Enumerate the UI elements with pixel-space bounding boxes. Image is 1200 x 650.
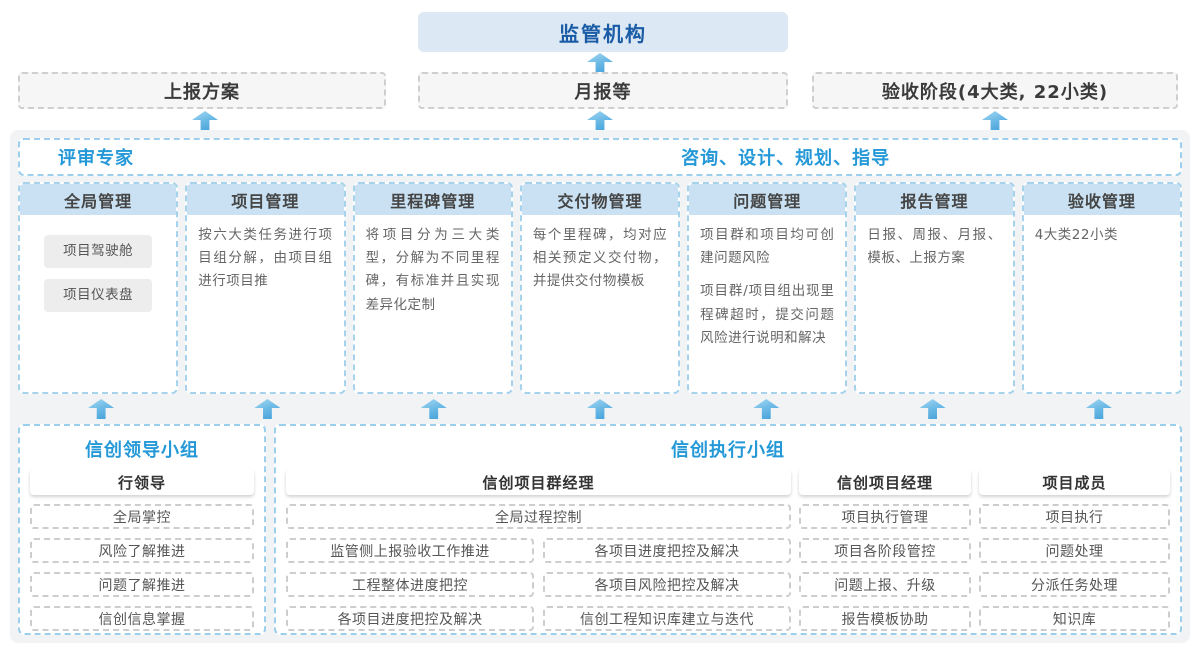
list-item: 问题了解推进 (30, 572, 254, 597)
column-body: 将项目分为三大类型，分解为不同里程碑，有标准并且实现差异化定制 (355, 215, 511, 326)
up-arrow-icon (753, 399, 780, 419)
list-item: 全局掌控 (30, 504, 254, 529)
list-item: 项目执行管理 (799, 504, 971, 529)
consult-design-label: 咨询、设计、规划、指导 (681, 148, 891, 169)
list-item: 各项目风险把控及解决 (543, 572, 791, 597)
working-groups: 信创领导小组 行领导 全局掌控 风险了解推进 问题了解推进 信创信息掌握 信创执… (18, 424, 1182, 635)
pill-project-dashboard: 项目仪表盘 (44, 279, 152, 313)
role-bank-leader: 行领导 (30, 469, 254, 495)
column-paragraph: 按六大类任务进行项目组分解，由项目组进行项目推 (198, 227, 333, 290)
list-item: 工程整体进度把控 (286, 572, 534, 597)
regulator-label: 监管机构 (559, 21, 647, 46)
column-title: 问题管理 (689, 184, 846, 215)
list-item: 信创信息掌握 (30, 606, 254, 631)
column-body: 按六大类任务进行项目组分解，由项目组进行项目推 (187, 215, 343, 303)
column-milestone-management: 里程碑管理 将项目分为三大类型，分解为不同里程碑，有标准并且实现差异化定制 (352, 182, 513, 394)
column-global-management: 全局管理 项目驾驶舱 项目仪表盘 (18, 182, 179, 394)
up-arrow-icon (982, 111, 1008, 131)
acceptance-stage-box: 验收阶段(4大类, 22小类) (812, 72, 1178, 109)
column-title: 交付物管理 (521, 184, 679, 215)
column-paragraph: 每个里程碑，均对应相关预定义交付物，并提供交付物模板 (532, 227, 668, 290)
pill-project-cockpit: 项目驾驶舱 (44, 235, 152, 269)
program-manager-section: 信创项目群经理 全局过程控制 监管侧上报验收工作推进 各项目进度把控及解决 工程… (286, 469, 791, 631)
execution-columns: 信创项目群经理 全局过程控制 监管侧上报验收工作推进 各项目进度把控及解决 工程… (286, 469, 1170, 631)
column-paragraph: 项目群和项目均可创建问题风险 (700, 227, 835, 267)
review-experts-label: 评审专家 (58, 148, 134, 169)
column-body: 项目驾驶舱 项目仪表盘 (20, 215, 176, 321)
project-member-items: 项目执行 问题处理 分派任务处理 知识库 (979, 504, 1170, 631)
column-project-management: 项目管理 按六大类任务进行项目组分解，由项目组进行项目推 (185, 182, 346, 394)
list-item: 问题上报、升级 (799, 572, 971, 597)
up-arrow-icon (587, 53, 613, 73)
role-project-member: 项目成员 (979, 469, 1170, 495)
program-manager-items: 全局过程控制 监管侧上报验收工作推进 各项目进度把控及解决 工程整体进度把控 各… (286, 504, 791, 631)
management-columns: 全局管理 项目驾驶舱 项目仪表盘 项目管理 按六大类任务进行项目组分解，由项目组… (18, 182, 1182, 394)
group-to-column-arrows (18, 394, 1182, 424)
up-arrow-icon (1085, 399, 1112, 419)
column-title: 项目管理 (187, 184, 344, 215)
list-item: 知识库 (979, 606, 1170, 631)
column-body: 日报、周报、月报、模板、上报方案 (856, 215, 1012, 279)
column-title: 验收管理 (1023, 184, 1180, 215)
up-arrow-icon (587, 111, 613, 131)
column-paragraph: 项目群/项目组出现里程碑超时，提交问题风险进行说明和解决 (700, 283, 835, 346)
list-item: 问题处理 (979, 538, 1170, 563)
acceptance-stage-label: 验收阶段(4大类, 22小类) (881, 81, 1109, 103)
column-acceptance-management: 验收管理 4大类22小类 (1021, 182, 1182, 394)
monthly-report-box: 月报等 (418, 72, 788, 109)
program-manager-grid: 监管侧上报验收工作推进 各项目进度把控及解决 工程整体进度把控 各项目风险把控及… (286, 538, 791, 631)
column-paragraph: 将项目分为三大类型，分解为不同里程碑，有标准并且实现差异化定制 (365, 227, 500, 313)
column-report-management: 报告管理 日报、周报、月报、模板、上报方案 (854, 182, 1015, 394)
column-paragraph: 4大类22小类 (1034, 227, 1118, 243)
list-item: 各项目进度把控及解决 (286, 606, 534, 631)
regulator-box: 监管机构 (418, 12, 788, 52)
role-project-manager: 信创项目经理 (799, 469, 971, 495)
column-body: 每个里程碑，均对应相关预定义交付物，并提供交付物模板 (522, 215, 678, 303)
column-body: 项目群和项目均可创建问题风险 项目群/项目组出现里程碑超时，提交问题风险进行说明… (689, 215, 845, 359)
list-item: 项目执行 (979, 504, 1170, 529)
column-title: 全局管理 (20, 184, 177, 215)
up-arrow-icon (192, 111, 218, 131)
up-arrow-icon (420, 399, 447, 419)
execution-group-title: 信创执行小组 (671, 440, 785, 461)
report-plan-box: 上报方案 (18, 72, 386, 109)
leadership-group-title: 信创领导小组 (85, 440, 199, 461)
column-paragraph: 日报、周报、月报、模板、上报方案 (867, 227, 1002, 267)
project-manager-section: 信创项目经理 项目执行管理 项目各阶段管控 问题上报、升级 报告模板协助 (799, 469, 971, 631)
list-item: 信创工程知识库建立与迭代 (543, 606, 791, 631)
role-program-manager: 信创项目群经理 (286, 469, 791, 495)
column-body: 4大类22小类 (1024, 215, 1180, 256)
up-arrow-icon (254, 399, 281, 419)
column-title: 里程碑管理 (354, 184, 511, 215)
leadership-items: 全局掌控 风险了解推进 问题了解推进 信创信息掌握 (30, 504, 254, 631)
list-item: 项目各阶段管控 (799, 538, 971, 563)
list-item: 报告模板协助 (799, 606, 971, 631)
experts-strip: 评审专家 咨询、设计、规划、指导 (18, 138, 1182, 176)
list-item: 各项目进度把控及解决 (543, 538, 791, 563)
column-issue-management: 问题管理 项目群和项目均可创建问题风险 项目群/项目组出现里程碑超时，提交问题风… (687, 182, 848, 394)
up-arrow-icon (586, 399, 613, 419)
report-plan-label: 上报方案 (164, 81, 240, 103)
up-arrow-icon (919, 399, 946, 419)
execution-group: 信创执行小组 信创项目群经理 全局过程控制 监管侧上报验收工作推进 各项目进度把… (274, 424, 1182, 635)
list-item: 全局过程控制 (286, 504, 791, 529)
platform-container: 评审专家 咨询、设计、规划、指导 全局管理 项目驾驶舱 项目仪表盘 项目管理 按… (10, 130, 1190, 643)
list-item: 监管侧上报验收工作推进 (286, 538, 534, 563)
column-deliverable-management: 交付物管理 每个里程碑，均对应相关预定义交付物，并提供交付物模板 (519, 182, 681, 394)
column-title: 报告管理 (856, 184, 1013, 215)
list-item: 风险了解推进 (30, 538, 254, 563)
monthly-report-label: 月报等 (574, 81, 632, 103)
up-arrow-icon (88, 399, 115, 419)
leadership-group: 信创领导小组 行领导 全局掌控 风险了解推进 问题了解推进 信创信息掌握 (18, 424, 266, 635)
project-member-section: 项目成员 项目执行 问题处理 分派任务处理 知识库 (979, 469, 1170, 631)
project-manager-items: 项目执行管理 项目各阶段管控 问题上报、升级 报告模板协助 (799, 504, 971, 631)
list-item: 分派任务处理 (979, 572, 1170, 597)
